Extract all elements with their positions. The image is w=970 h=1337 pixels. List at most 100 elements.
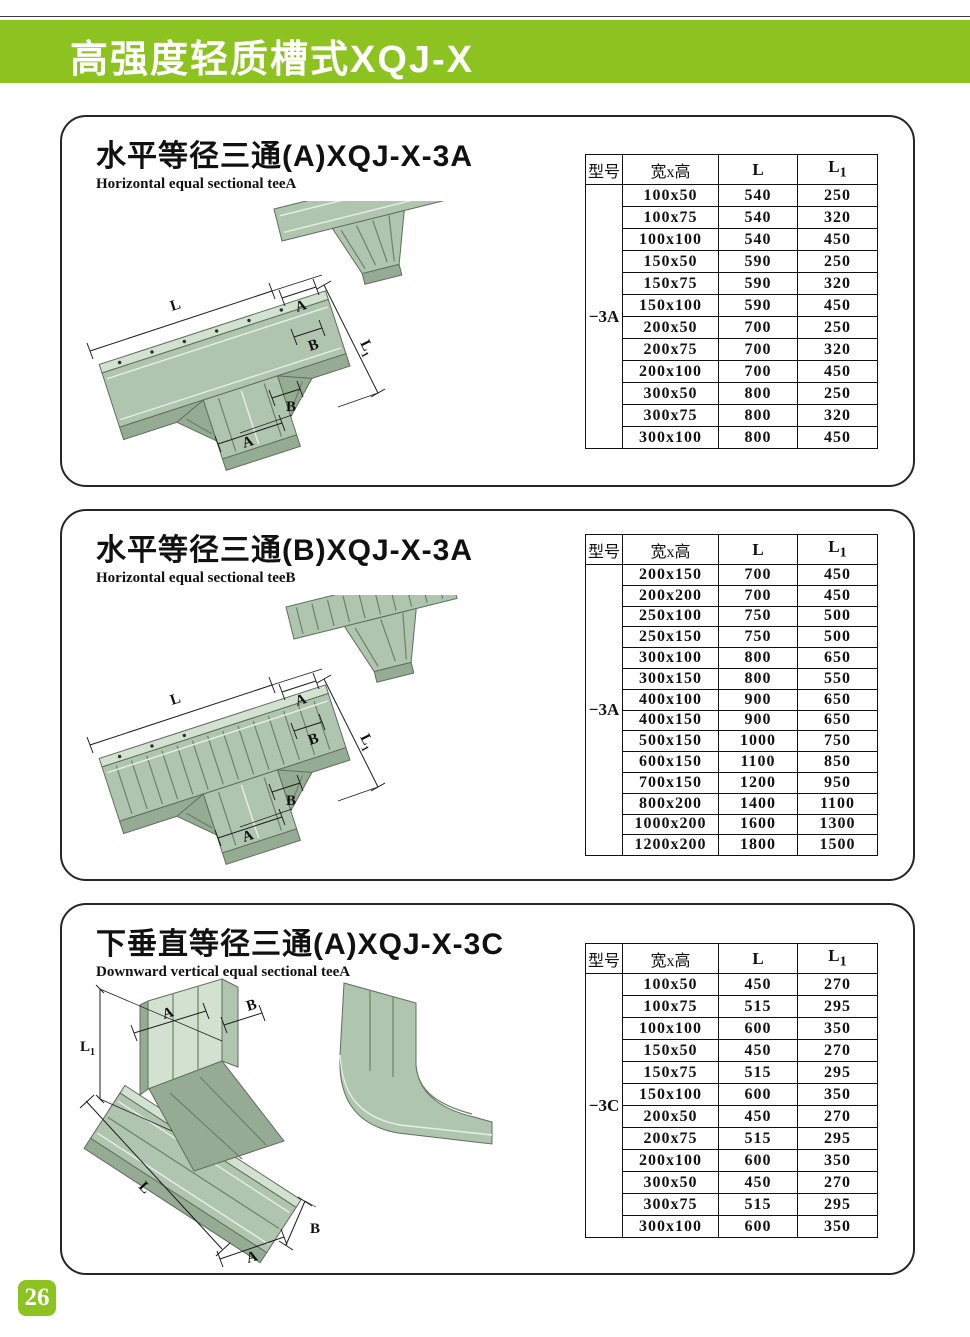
dim-label-b: B (306, 730, 320, 748)
section-title: 水平等径三通(A)XQJ-X-3A Horizontal equal secti… (96, 131, 473, 193)
dim-label-b2: B (310, 1221, 320, 1237)
l1-cell: 320 (797, 338, 878, 361)
header-row: 型号 宽x高 L L1 (585, 534, 878, 565)
size-cell: 200x50 (622, 316, 719, 339)
l1-main: L (828, 946, 840, 966)
l1-sub: 1 (839, 544, 847, 561)
l-cell: 800 (718, 647, 798, 669)
l1-cell: 450 (797, 294, 878, 317)
size-cell: 1000x200 (622, 813, 719, 836)
l1-sub: 1 (839, 164, 847, 181)
l1-cell: 270 (797, 1105, 878, 1128)
l1-cell: 295 (797, 995, 878, 1018)
l1-cell: 450 (797, 360, 878, 383)
size-cell: 200x200 (622, 584, 719, 607)
l1-cell: 650 (797, 688, 878, 711)
l1-cell: 1300 (797, 813, 878, 836)
col-header-l: L (718, 154, 798, 185)
l1-cell: 450 (797, 584, 878, 607)
header-row: 型号 宽x高 L L1 (585, 154, 878, 185)
l-cell: 750 (718, 605, 798, 628)
l1-cell: 250 (797, 250, 878, 273)
col-header-size: 宽x高 (622, 943, 719, 974)
size-cell: 150x50 (622, 1039, 719, 1062)
tee-illustration: L A B L1 B A (76, 565, 581, 873)
col-header-size: 宽x高 (622, 154, 719, 185)
l1-cell: 250 (797, 316, 878, 339)
dim-label-a2: A (240, 433, 255, 452)
l-cell: 700 (718, 338, 798, 361)
l1-cell: 350 (797, 1017, 878, 1040)
tee-top-view (273, 167, 446, 285)
size-cell: 100x75 (622, 206, 719, 229)
dim-label-l1: L1 (354, 732, 378, 754)
tee-a-drawing: L A B L1 B A (86, 167, 446, 472)
col-header-l: L (718, 943, 798, 974)
l-cell: 800 (718, 667, 798, 690)
l-cell: 450 (718, 1039, 798, 1062)
l-cell: 450 (718, 1171, 798, 1194)
col-header-l1: L1 (797, 534, 878, 565)
size-cell: 300x100 (622, 647, 719, 669)
size-cell: 300x75 (622, 404, 719, 427)
l1-cell: 320 (797, 206, 878, 229)
model-label: −3C (585, 973, 623, 1238)
vertical-riser (139, 978, 239, 1096)
dim-label-l: L (168, 690, 182, 708)
size-cell: 100x50 (622, 184, 719, 207)
l1-cell: 295 (797, 1061, 878, 1084)
col-header-l1: L1 (797, 154, 878, 185)
l1-cell: 950 (797, 771, 878, 794)
l1-cell: 270 (797, 1171, 878, 1194)
l-cell: 700 (718, 564, 798, 586)
tee-illustration: L A B L1 B A (76, 167, 581, 479)
l-cell: 540 (718, 206, 798, 229)
page-number-badge: 26 (18, 1280, 56, 1316)
l1-cell: 500 (797, 605, 878, 628)
l-cell: 590 (718, 272, 798, 295)
size-cell: 300x75 (622, 1193, 719, 1216)
size-cell: 300x100 (622, 426, 719, 449)
l1-cell: 450 (797, 228, 878, 251)
size-cell: 150x75 (622, 272, 719, 295)
l-cell: 1200 (718, 771, 798, 794)
dim-label-a2: A (240, 827, 255, 846)
size-cell: 250x100 (622, 605, 719, 628)
l1-cell: 450 (797, 564, 878, 586)
l1-cell: 295 (797, 1193, 878, 1216)
col-header-size: 宽x高 (622, 534, 719, 565)
size-cell: 200x75 (622, 338, 719, 361)
size-cell: 150x50 (622, 250, 719, 273)
l1-cell: 295 (797, 1127, 878, 1150)
col-header-model: 型号 (585, 534, 623, 565)
l1-cell: 750 (797, 730, 878, 753)
size-cell: 1200x200 (622, 834, 719, 857)
tee-illustration: L1 A B L B A (72, 975, 577, 1268)
size-cell: 200x100 (622, 360, 719, 383)
l1-cell: 550 (797, 667, 878, 690)
tee-c-drawing: L1 A B L B A (79, 978, 493, 1268)
l-cell: 540 (718, 228, 798, 251)
tee-iso-view (98, 290, 351, 472)
col-header-l1: L1 (797, 943, 878, 974)
size-cell: 250x150 (622, 626, 719, 649)
col-header-l: L (718, 534, 798, 565)
header-row: 型号 宽x高 L L1 (585, 943, 878, 974)
